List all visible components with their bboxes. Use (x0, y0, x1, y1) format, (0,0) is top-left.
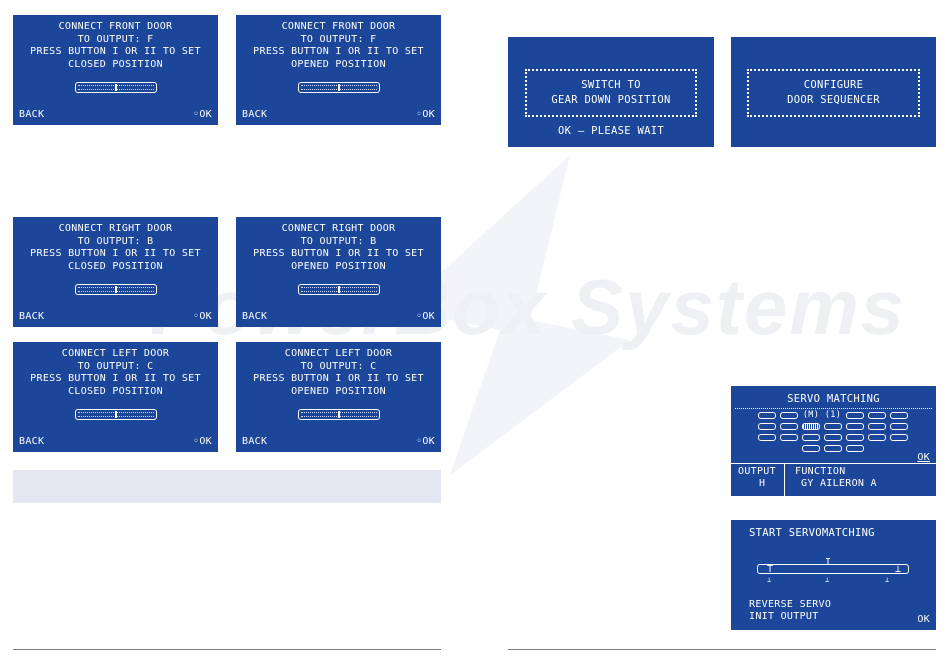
start-servomatching-title: START SERVOMATCHING (749, 527, 875, 539)
ok-button[interactable]: ◦OK (416, 109, 435, 120)
output-cell[interactable] (868, 412, 886, 419)
position-slider[interactable] (74, 284, 157, 295)
back-button[interactable]: BACK (19, 311, 45, 322)
gear-line-1: SWITCH TO (581, 79, 641, 91)
lcd-text: CONNECT LEFT DOOR TO OUTPUT: C PRESS BUT… (253, 348, 424, 397)
travel-tick-left: ⊥ (767, 576, 772, 584)
travel-tick-center: ⊥ (825, 576, 830, 584)
lcd-configure-sequencer: CONFIGURE DOOR SEQUENCER (731, 37, 936, 147)
position-slider[interactable] (74, 409, 157, 420)
column-divider (784, 463, 785, 496)
back-button[interactable]: BACK (242, 311, 268, 322)
page-rule-left (13, 649, 441, 650)
ok-button[interactable]: ◦OK (193, 436, 212, 447)
init-output-option[interactable]: INIT OUTPUT (749, 611, 819, 622)
lcd-text: CONNECT RIGHT DOOR TO OUTPUT: B PRESS BU… (30, 223, 201, 272)
output-value: H (759, 478, 766, 489)
travel-marker-left: T (767, 564, 774, 575)
ok-button[interactable]: ◦OK (416, 436, 435, 447)
back-button[interactable]: BACK (19, 109, 45, 120)
servo-travel-track[interactable] (757, 564, 909, 574)
output-cell[interactable] (824, 423, 842, 430)
output-cell[interactable] (758, 423, 776, 430)
position-slider[interactable] (74, 82, 157, 93)
output-column: OUTPUT H (738, 466, 776, 490)
function-label: FUNCTION (795, 466, 846, 477)
lcd-text: CONNECT RIGHT DOOR TO OUTPUT: B PRESS BU… (253, 223, 424, 272)
output-cell[interactable] (824, 445, 842, 452)
output-cell[interactable] (758, 412, 776, 419)
lcd-right-door-opened: CONNECT RIGHT DOOR TO OUTPUT: B PRESS BU… (236, 217, 441, 327)
output-cell[interactable] (890, 423, 908, 430)
output-cell[interactable] (780, 434, 798, 441)
lcd-text: CONNECT FRONT DOOR TO OUTPUT: F PRESS BU… (30, 21, 201, 70)
travel-marker-right: ⊥ (895, 564, 902, 575)
output-cell[interactable] (868, 434, 886, 441)
servo-options: REVERSE SERVO INIT OUTPUT (749, 599, 831, 623)
output-cell[interactable] (802, 445, 820, 452)
output-cell[interactable] (846, 445, 864, 452)
status-text: OK – PLEASE WAIT (558, 125, 664, 137)
lcd-right-door-closed: CONNECT RIGHT DOOR TO OUTPUT: B PRESS BU… (13, 217, 218, 327)
lcd-text: CONNECT FRONT DOOR TO OUTPUT: F PRESS BU… (253, 21, 424, 70)
servo-matching-title: SERVO MATCHING (787, 393, 880, 405)
function-value: GY AILERON A (801, 478, 877, 489)
output-cell[interactable] (890, 412, 908, 419)
lcd-front-door-closed: CONNECT FRONT DOOR TO OUTPUT: F PRESS BU… (13, 15, 218, 125)
output-cell[interactable] (846, 423, 864, 430)
output-grid: (M) (1) (753, 411, 913, 455)
position-slider[interactable] (297, 284, 380, 295)
output-cell-1[interactable]: (1) (824, 410, 842, 420)
travel-tick-right: ⊥ (885, 576, 890, 584)
ok-button[interactable]: ◦OK (416, 311, 435, 322)
output-cell[interactable] (758, 434, 776, 441)
gray-info-bar (13, 470, 441, 503)
configure-box[interactable]: CONFIGURE DOOR SEQUENCER (747, 69, 920, 117)
info-divider (731, 463, 936, 464)
title-divider (735, 408, 932, 409)
lcd-front-door-opened: CONNECT FRONT DOOR TO OUTPUT: F PRESS BU… (236, 15, 441, 125)
ok-button[interactable]: OK (917, 452, 930, 463)
lcd-text: CONNECT LEFT DOOR TO OUTPUT: C PRESS BUT… (30, 348, 201, 397)
configure-line-1: CONFIGURE (803, 79, 864, 91)
output-cell[interactable] (890, 434, 908, 441)
function-column: FUNCTION GY AILERON A (795, 466, 877, 490)
ok-button[interactable]: OK (917, 614, 930, 625)
position-slider[interactable] (297, 409, 380, 420)
ok-button[interactable]: ◦OK (193, 311, 212, 322)
output-cell-m[interactable]: (M) (802, 410, 820, 420)
lcd-left-door-closed: CONNECT LEFT DOOR TO OUTPUT: C PRESS BUT… (13, 342, 218, 452)
output-cell[interactable] (868, 423, 886, 430)
configure-line-2: DOOR SEQUENCER (787, 94, 880, 106)
watermark-swoosh-graphic (400, 155, 630, 475)
output-cell[interactable] (846, 434, 864, 441)
reverse-servo-option[interactable]: REVERSE SERVO (749, 599, 832, 610)
output-cell-selected[interactable] (802, 423, 820, 430)
lcd-gear-down: SWITCH TO GEAR DOWN POSITION OK – PLEASE… (508, 37, 714, 147)
back-button[interactable]: BACK (242, 436, 268, 447)
output-cell[interactable] (802, 434, 820, 441)
back-button[interactable]: BACK (242, 109, 268, 120)
back-button[interactable]: BACK (19, 436, 45, 447)
output-cell[interactable] (846, 412, 864, 419)
output-cell[interactable] (780, 412, 798, 419)
ok-button[interactable]: ◦OK (193, 109, 212, 120)
output-cell[interactable] (780, 423, 798, 430)
output-label: OUTPUT (738, 466, 776, 477)
gear-line-2: GEAR DOWN POSITION (551, 94, 671, 106)
lcd-left-door-opened: CONNECT LEFT DOOR TO OUTPUT: C PRESS BUT… (236, 342, 441, 452)
page-rule-right (508, 649, 936, 650)
travel-marker-center: I (825, 557, 832, 568)
position-slider[interactable] (297, 82, 380, 93)
output-cell[interactable] (824, 434, 842, 441)
lcd-servo-matching: SERVO MATCHING (M) (1) (731, 386, 936, 496)
lcd-start-servomatching: START SERVOMATCHING T I ⊥ ⊥ ⊥ ⊥ REVERSE … (731, 520, 936, 630)
gear-down-box: SWITCH TO GEAR DOWN POSITION (525, 69, 697, 117)
